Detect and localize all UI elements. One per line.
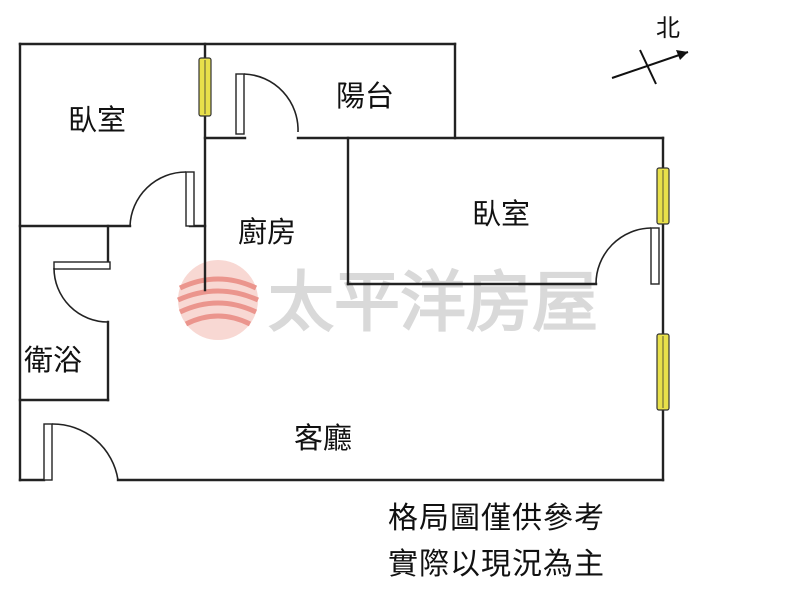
watermark-logo-icon <box>176 260 260 340</box>
room-label-living-room: 客廳 <box>294 421 352 455</box>
door-bathroom <box>53 261 111 323</box>
window-bedroom-2 <box>656 167 670 225</box>
note-line-2: 實際以現況為主 <box>388 547 605 582</box>
windows <box>198 57 670 411</box>
room-label-balcony: 陽台 <box>336 79 394 113</box>
room-label-kitchen: 廚房 <box>238 215 296 249</box>
room-label-bedroom-1: 臥室 <box>68 103 126 137</box>
window-living-room <box>656 333 670 411</box>
room-labels: 臥室 陽台 廚房 臥室 衛浴 客廳 <box>24 79 530 455</box>
north-compass: 北 <box>611 14 689 85</box>
door-bedroom-2 <box>595 227 660 285</box>
watermark: 太平洋房屋 <box>176 260 598 341</box>
north-arrow-icon <box>611 49 689 85</box>
doors <box>43 73 660 481</box>
note-line-1: 格局圖僅供參考 <box>388 501 605 536</box>
north-label: 北 <box>656 14 680 42</box>
watermark-text: 太平洋房屋 <box>268 264 598 341</box>
door-entrance <box>43 423 119 481</box>
window-bedroom-1 <box>198 57 212 117</box>
disclaimer-note: 格局圖僅供參考 實際以現況為主 <box>388 501 605 582</box>
room-label-bedroom-2: 臥室 <box>472 197 530 231</box>
door-bedroom-1 <box>129 171 195 227</box>
door-balcony <box>235 73 299 135</box>
room-label-bathroom: 衛浴 <box>24 343 82 377</box>
